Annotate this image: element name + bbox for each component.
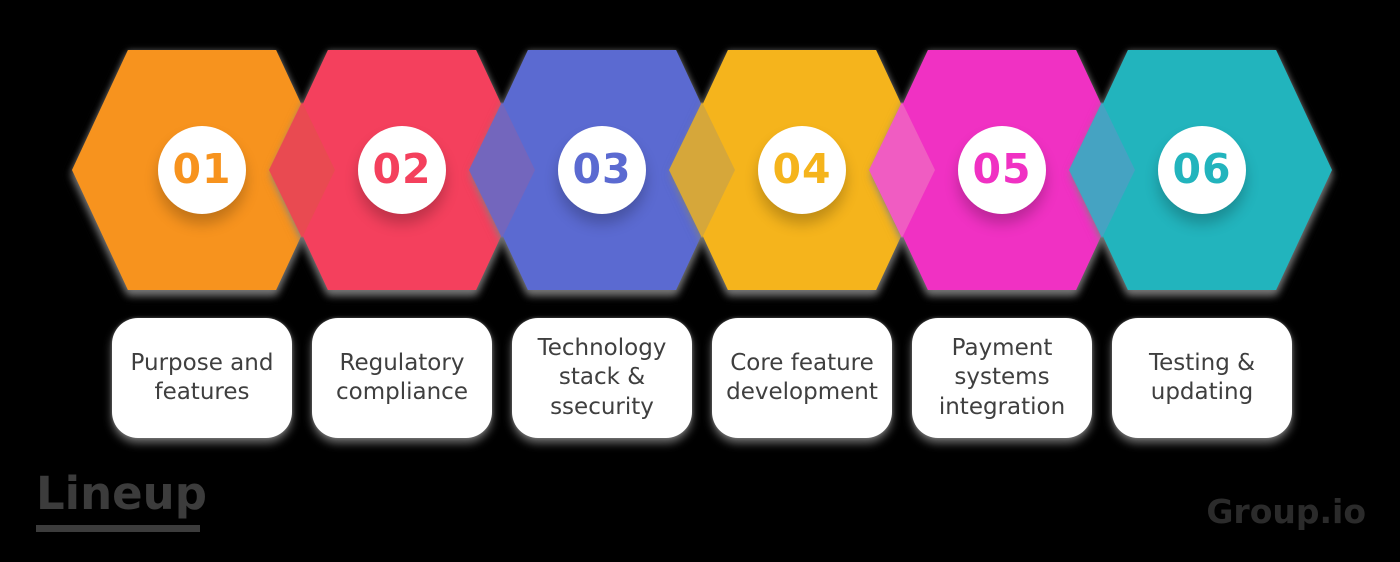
step-label-card-1: Purpose and features: [112, 318, 292, 438]
step-label-6: Testing & updating: [1148, 349, 1256, 405]
step-label-card-4: Core feature development: [712, 318, 892, 438]
step-label-card-2: Regulatory compliance: [312, 318, 492, 438]
step-label-5: Payment systems integration: [938, 334, 1066, 420]
step-number-circle-3: 03: [558, 126, 646, 214]
step-label-card-5: Payment systems integration: [912, 318, 1092, 438]
step-number-4: 04: [772, 144, 832, 193]
step-label-2: Regulatory compliance: [336, 349, 468, 405]
step-label-3: Technology stack & ssecurity: [537, 334, 667, 420]
step-number-2: 02: [372, 144, 432, 193]
step-number-circle-1: 01: [158, 126, 246, 214]
step-label-card-6: Testing & updating: [1112, 318, 1292, 438]
step-number-circle-5: 05: [958, 126, 1046, 214]
left-logo: Lineup: [36, 468, 207, 532]
step-number-1: 01: [172, 144, 232, 193]
step-label-4: Core feature development: [726, 349, 878, 405]
step-number-circle-4: 04: [758, 126, 846, 214]
left-logo-underline: [36, 524, 200, 532]
step-number-circle-6: 06: [1158, 126, 1246, 214]
left-logo-text: Lineup: [36, 467, 207, 520]
step-label-card-3: Technology stack & ssecurity: [512, 318, 692, 438]
step-number-6: 06: [1172, 144, 1232, 193]
step-number-circle-2: 02: [358, 126, 446, 214]
step-number-3: 03: [572, 144, 632, 193]
step-number-5: 05: [972, 144, 1032, 193]
step-label-1: Purpose and features: [130, 349, 274, 405]
right-logo-text: Group.io: [1206, 492, 1366, 531]
